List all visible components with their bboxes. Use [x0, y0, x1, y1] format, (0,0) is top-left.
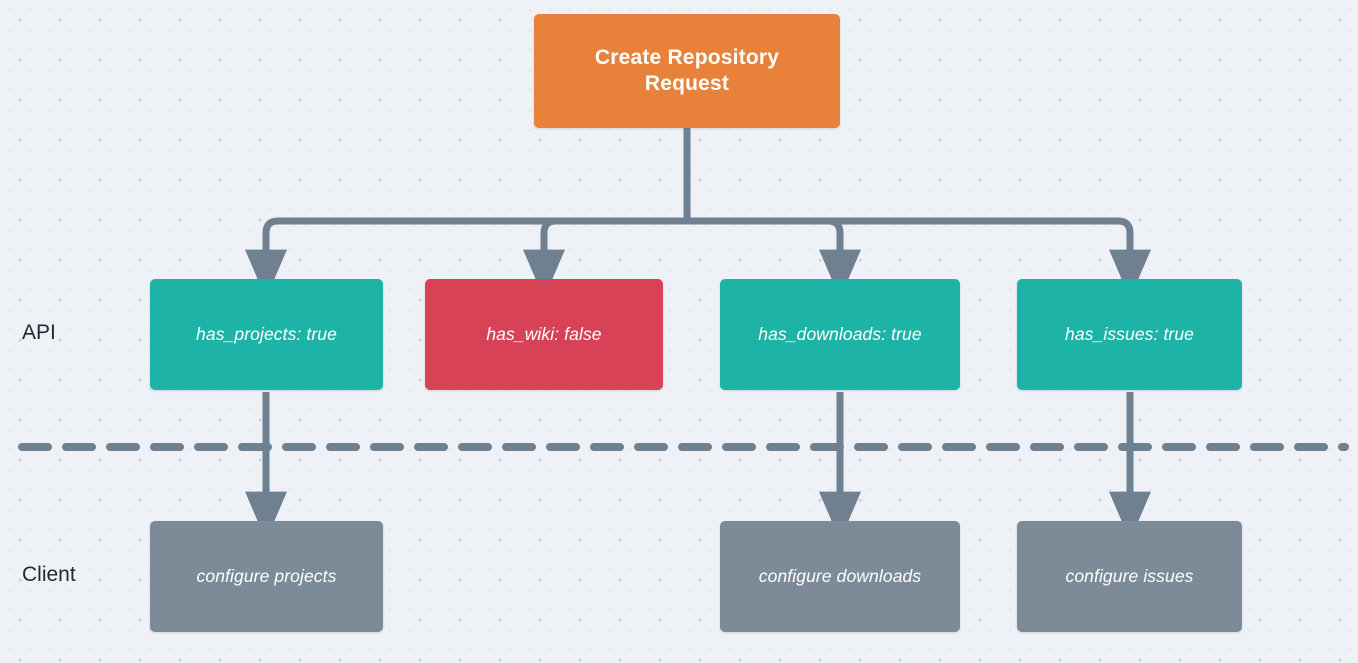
- node-label: has_wiki: false: [486, 323, 602, 344]
- node-configure-downloads[interactable]: configure downloads: [720, 521, 960, 632]
- node-label: configure issues: [1065, 565, 1194, 586]
- node-create-repository-request[interactable]: Create Repository Request: [534, 14, 840, 128]
- node-label: has_downloads: true: [758, 323, 922, 344]
- lane-label-client: Client: [22, 563, 76, 586]
- node-label-line2: Request: [644, 72, 730, 95]
- node-configure-projects[interactable]: configure projects: [150, 521, 383, 632]
- node-label: Create Repository Request: [595, 45, 779, 96]
- node-has-wiki[interactable]: has_wiki: false: [425, 279, 663, 390]
- node-configure-issues[interactable]: configure issues: [1017, 521, 1242, 632]
- connector-branch-has-issues: [683, 217, 1151, 299]
- node-has-downloads[interactable]: has_downloads: true: [720, 279, 960, 390]
- node-label-line1: Create Repository: [594, 46, 780, 70]
- lane-label-api: API: [22, 321, 56, 344]
- node-label: has_issues: true: [1064, 323, 1195, 344]
- connector-branch-has-downloads: [683, 217, 861, 299]
- connector-branch-has-projects: [245, 217, 691, 299]
- node-label: has_projects: true: [196, 323, 337, 344]
- node-has-issues[interactable]: has_issues: true: [1017, 279, 1242, 390]
- node-has-projects[interactable]: has_projects: true: [150, 279, 383, 390]
- node-label: configure downloads: [758, 565, 922, 586]
- connector-branch-has-wiki: [523, 217, 691, 299]
- node-label: configure projects: [196, 565, 337, 586]
